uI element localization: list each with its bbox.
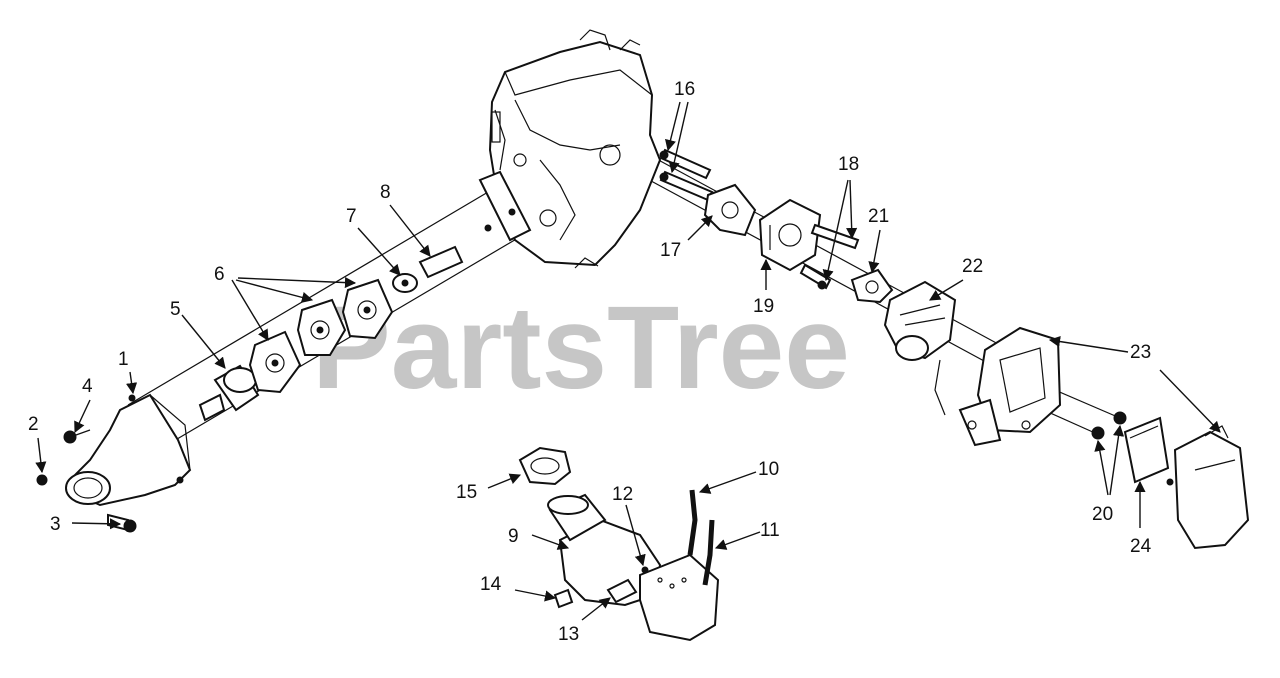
callout-5: 5 bbox=[170, 299, 181, 320]
engine-block bbox=[488, 29, 662, 269]
part-14-clip bbox=[553, 588, 574, 609]
watermark-text: PartsTree bbox=[312, 282, 850, 414]
callout-labels: 1 2 3 4 5 6 7 8 9 10 11 12 13 14 15 16 1… bbox=[28, 79, 1152, 645]
part-12-grommet bbox=[641, 566, 649, 574]
drive-tube bbox=[478, 170, 532, 242]
part-6-clutch-shoes bbox=[248, 278, 394, 394]
callout-9: 9 bbox=[508, 526, 519, 547]
callout-8: 8 bbox=[380, 182, 391, 203]
callout-1: 1 bbox=[118, 349, 129, 370]
callout-14: 14 bbox=[480, 574, 502, 595]
part-9-fuel-tank bbox=[547, 493, 720, 642]
part-1-clutch-housing bbox=[65, 393, 192, 507]
part-2-nut bbox=[36, 474, 48, 486]
callout-4: 4 bbox=[82, 376, 93, 397]
callout-6: 6 bbox=[214, 264, 225, 285]
callout-22: 22 bbox=[962, 256, 983, 277]
callout-19: 19 bbox=[753, 296, 774, 317]
callout-17: 17 bbox=[660, 240, 681, 261]
part-8-pin bbox=[418, 245, 464, 279]
part-11-fuel-line bbox=[702, 519, 715, 586]
part-13-fuel-filter bbox=[606, 578, 638, 604]
part-22-carburetor bbox=[883, 280, 957, 416]
callout-21: 21 bbox=[868, 206, 889, 227]
callout-18: 18 bbox=[838, 154, 859, 175]
callout-13: 13 bbox=[558, 624, 579, 645]
callout-15: 15 bbox=[456, 482, 477, 503]
callout-3: 3 bbox=[50, 514, 61, 535]
callout-12: 12 bbox=[612, 484, 633, 505]
callout-16: 16 bbox=[674, 79, 695, 100]
callout-2: 2 bbox=[28, 414, 39, 435]
callout-7: 7 bbox=[346, 206, 357, 227]
part-7-washer bbox=[392, 273, 418, 293]
callout-20: 20 bbox=[1092, 504, 1113, 525]
part-10-fuel-line bbox=[687, 489, 698, 556]
part-24-air-filter bbox=[1123, 416, 1170, 484]
callout-23: 23 bbox=[1130, 342, 1151, 363]
callout-10: 10 bbox=[758, 459, 779, 480]
callout-24: 24 bbox=[1130, 536, 1152, 557]
part-23-air-cleaner-base bbox=[958, 326, 1062, 447]
part-17-gasket bbox=[703, 183, 757, 237]
leader-lines bbox=[35, 101, 1221, 621]
part-15-fuel-cap bbox=[518, 446, 572, 486]
part-20-nuts bbox=[1091, 411, 1127, 440]
part-5-clutch-drum bbox=[198, 364, 260, 422]
part-21-gasket bbox=[850, 268, 894, 304]
part-4-screw bbox=[63, 429, 91, 444]
part-23-air-cleaner-cover bbox=[1166, 425, 1250, 550]
callout-11: 11 bbox=[760, 520, 780, 541]
part-19-intake-block bbox=[758, 198, 822, 272]
